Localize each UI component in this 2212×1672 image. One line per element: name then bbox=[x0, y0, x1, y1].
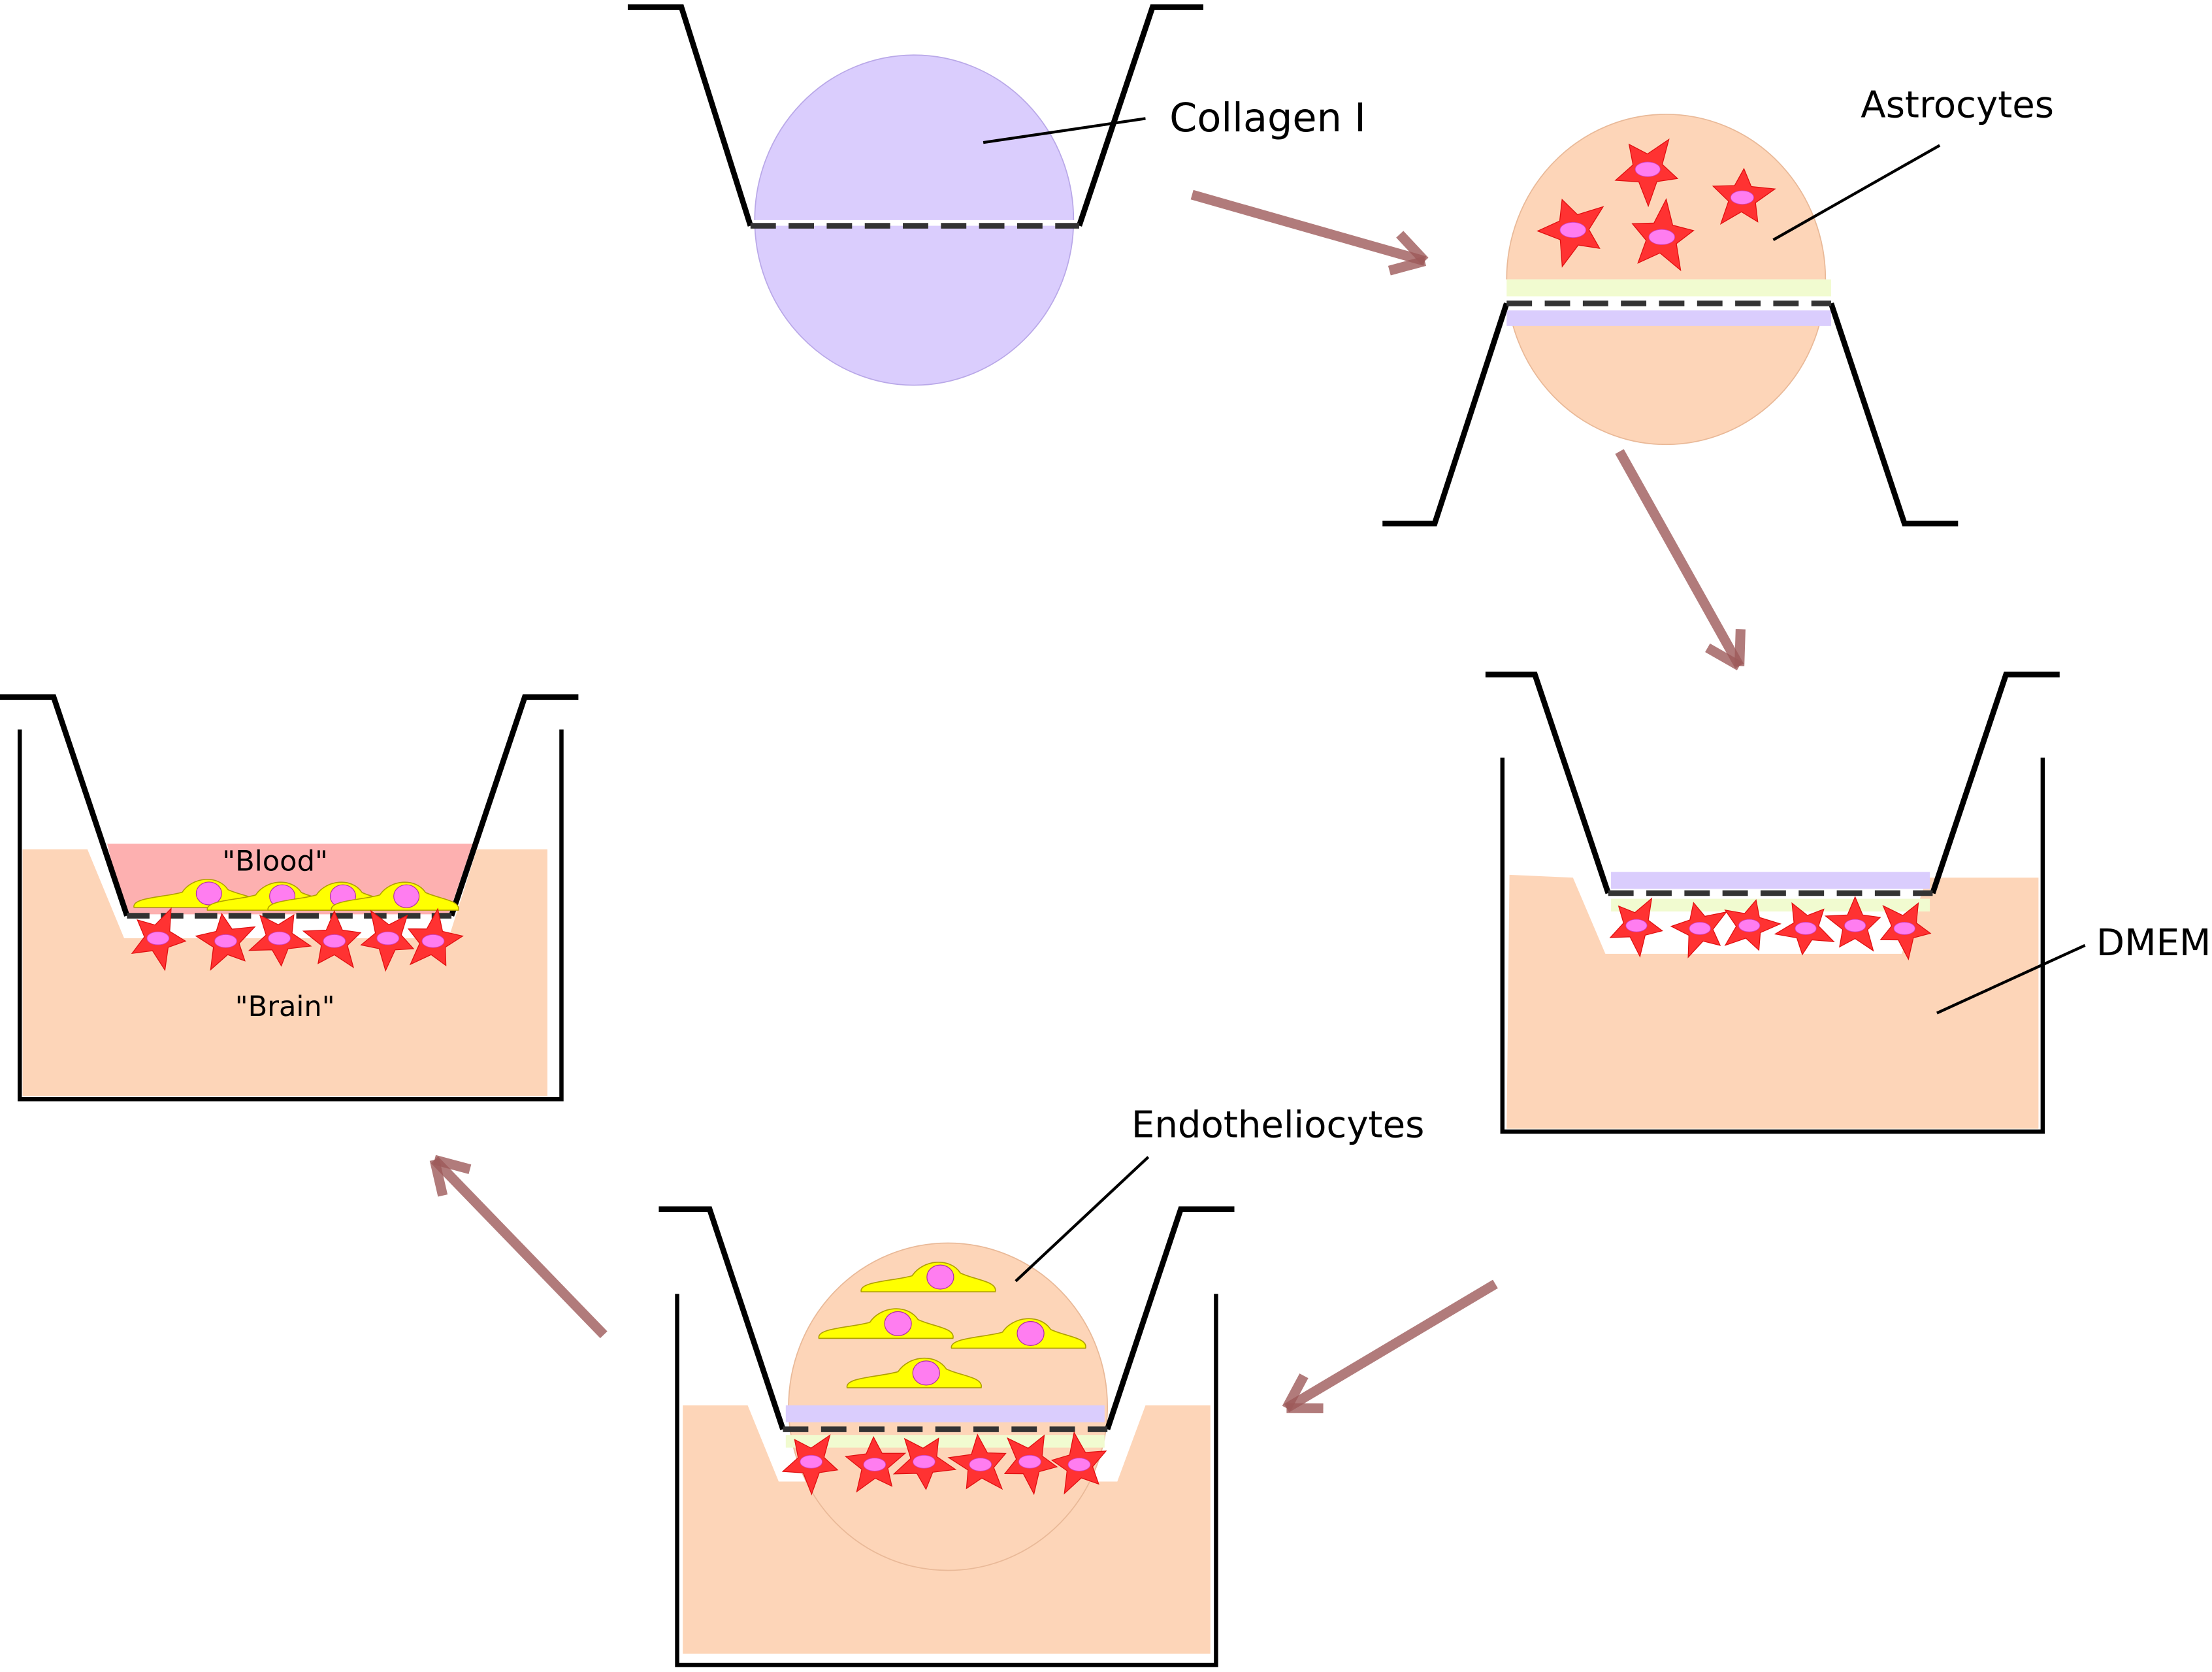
astrocyte bbox=[844, 1435, 907, 1493]
nucleus bbox=[1738, 919, 1761, 932]
nucleus bbox=[800, 1454, 822, 1469]
arrow bbox=[1282, 1279, 1498, 1413]
gel-layer bbox=[1611, 898, 1930, 912]
nucleus bbox=[323, 934, 346, 948]
process-arrows bbox=[429, 189, 1746, 1413]
dmem-medium bbox=[1506, 874, 2039, 1129]
gel-layer bbox=[785, 1435, 1105, 1448]
medium-dome bbox=[1506, 114, 1827, 446]
insert-wall bbox=[1382, 302, 1510, 527]
nucleus bbox=[1730, 190, 1754, 205]
endotheliocytes-label: Endotheliocytes bbox=[1131, 1104, 1424, 1147]
astrocyte bbox=[248, 913, 312, 967]
astrocyte bbox=[1824, 896, 1881, 952]
arrow bbox=[1615, 449, 1746, 670]
insert-wall bbox=[1076, 4, 1204, 227]
astrocyte bbox=[892, 1437, 957, 1490]
nucleus bbox=[1625, 919, 1648, 932]
nucleus bbox=[1635, 161, 1661, 177]
astrocyte bbox=[360, 910, 415, 972]
nucleus bbox=[1648, 229, 1676, 245]
nucleus bbox=[969, 1458, 992, 1471]
gel-layer bbox=[1506, 279, 1831, 297]
nucleus bbox=[863, 1458, 886, 1471]
nucleus bbox=[1844, 919, 1866, 932]
nucleus bbox=[1017, 1320, 1045, 1346]
astrocyte bbox=[302, 910, 362, 969]
collagen-layer bbox=[1506, 310, 1831, 326]
nucleus bbox=[1067, 1458, 1091, 1471]
nucleus bbox=[1795, 922, 1817, 935]
nucleus bbox=[214, 934, 237, 948]
step-1-collagen-coating: Collagen I bbox=[627, 4, 1366, 386]
brain-label: "Brain" bbox=[235, 991, 335, 1023]
nucleus bbox=[912, 1360, 940, 1386]
nucleus bbox=[195, 881, 222, 906]
nucleus bbox=[268, 931, 291, 945]
label-leader bbox=[1772, 144, 1941, 242]
insert-wall bbox=[1930, 671, 2060, 894]
astrocyte bbox=[1631, 198, 1695, 272]
insert-wall bbox=[1105, 1206, 1235, 1430]
well-wall bbox=[17, 729, 564, 1102]
label-leader bbox=[1015, 1156, 1150, 1283]
label-leader bbox=[1936, 943, 2086, 1015]
nucleus bbox=[393, 884, 420, 908]
nucleus bbox=[376, 931, 400, 945]
collagen-label: Collagen I bbox=[1169, 95, 1366, 141]
astrocyte bbox=[131, 907, 187, 972]
astrocyte bbox=[1614, 138, 1679, 208]
endothelial-cell bbox=[846, 1357, 982, 1388]
endothelial-cell bbox=[331, 881, 459, 911]
step-3-dmem-well: DMEM bbox=[1485, 671, 2211, 1134]
well-wall bbox=[675, 1294, 1218, 1667]
nucleus bbox=[913, 1454, 935, 1469]
nucleus bbox=[926, 1264, 954, 1290]
astrocyte bbox=[1724, 899, 1782, 951]
astrocyte bbox=[1879, 902, 1932, 960]
astrocyte bbox=[1712, 167, 1776, 225]
astrocytes-label: Astrocytes bbox=[1861, 84, 2054, 126]
insert-wall bbox=[1485, 671, 1611, 894]
nucleus bbox=[1559, 221, 1587, 238]
nucleus bbox=[1689, 922, 1711, 935]
insert-wall bbox=[0, 694, 130, 917]
astrocyte bbox=[947, 1434, 1007, 1490]
brain-medium bbox=[22, 849, 547, 1096]
astrocyte bbox=[1003, 1434, 1058, 1496]
astrocyte bbox=[1670, 902, 1728, 959]
astrocyte bbox=[1774, 902, 1835, 956]
insert-wall bbox=[659, 1206, 786, 1430]
insert-wall bbox=[627, 4, 753, 227]
arrow bbox=[429, 1155, 608, 1339]
collagen-layer bbox=[785, 1405, 1105, 1422]
step-2-astrocyte-seeding: Astrocytes bbox=[1382, 84, 2054, 527]
endothelial-cell bbox=[818, 1308, 954, 1339]
endothelial-cell bbox=[860, 1262, 996, 1292]
nucleus bbox=[146, 931, 170, 945]
nucleus bbox=[1893, 922, 1915, 935]
dmem-label: DMEM bbox=[2096, 922, 2211, 964]
astrocyte bbox=[1609, 897, 1663, 958]
astrocyte bbox=[1537, 198, 1604, 268]
endothelial-cell bbox=[951, 1318, 1086, 1349]
insert-wall bbox=[448, 694, 579, 917]
blood-label: "Blood" bbox=[222, 845, 328, 877]
astrocyte bbox=[407, 908, 464, 967]
arrow bbox=[1190, 189, 1429, 276]
step-4-endothelial-seeding: Endotheliocytes bbox=[659, 1104, 1424, 1667]
astrocyte bbox=[781, 1434, 839, 1496]
label-leader bbox=[983, 117, 1146, 144]
well-wall bbox=[1500, 757, 2045, 1134]
collagen-layer bbox=[1611, 872, 1930, 889]
nucleus bbox=[421, 934, 445, 948]
insert-wall bbox=[1828, 302, 1959, 527]
nucleus bbox=[1018, 1454, 1041, 1469]
astrocyte bbox=[195, 912, 256, 971]
nucleus bbox=[884, 1311, 912, 1336]
step-5-bbb-model: "Blood" "Brain" bbox=[0, 694, 579, 1102]
astrocyte bbox=[1050, 1431, 1107, 1495]
